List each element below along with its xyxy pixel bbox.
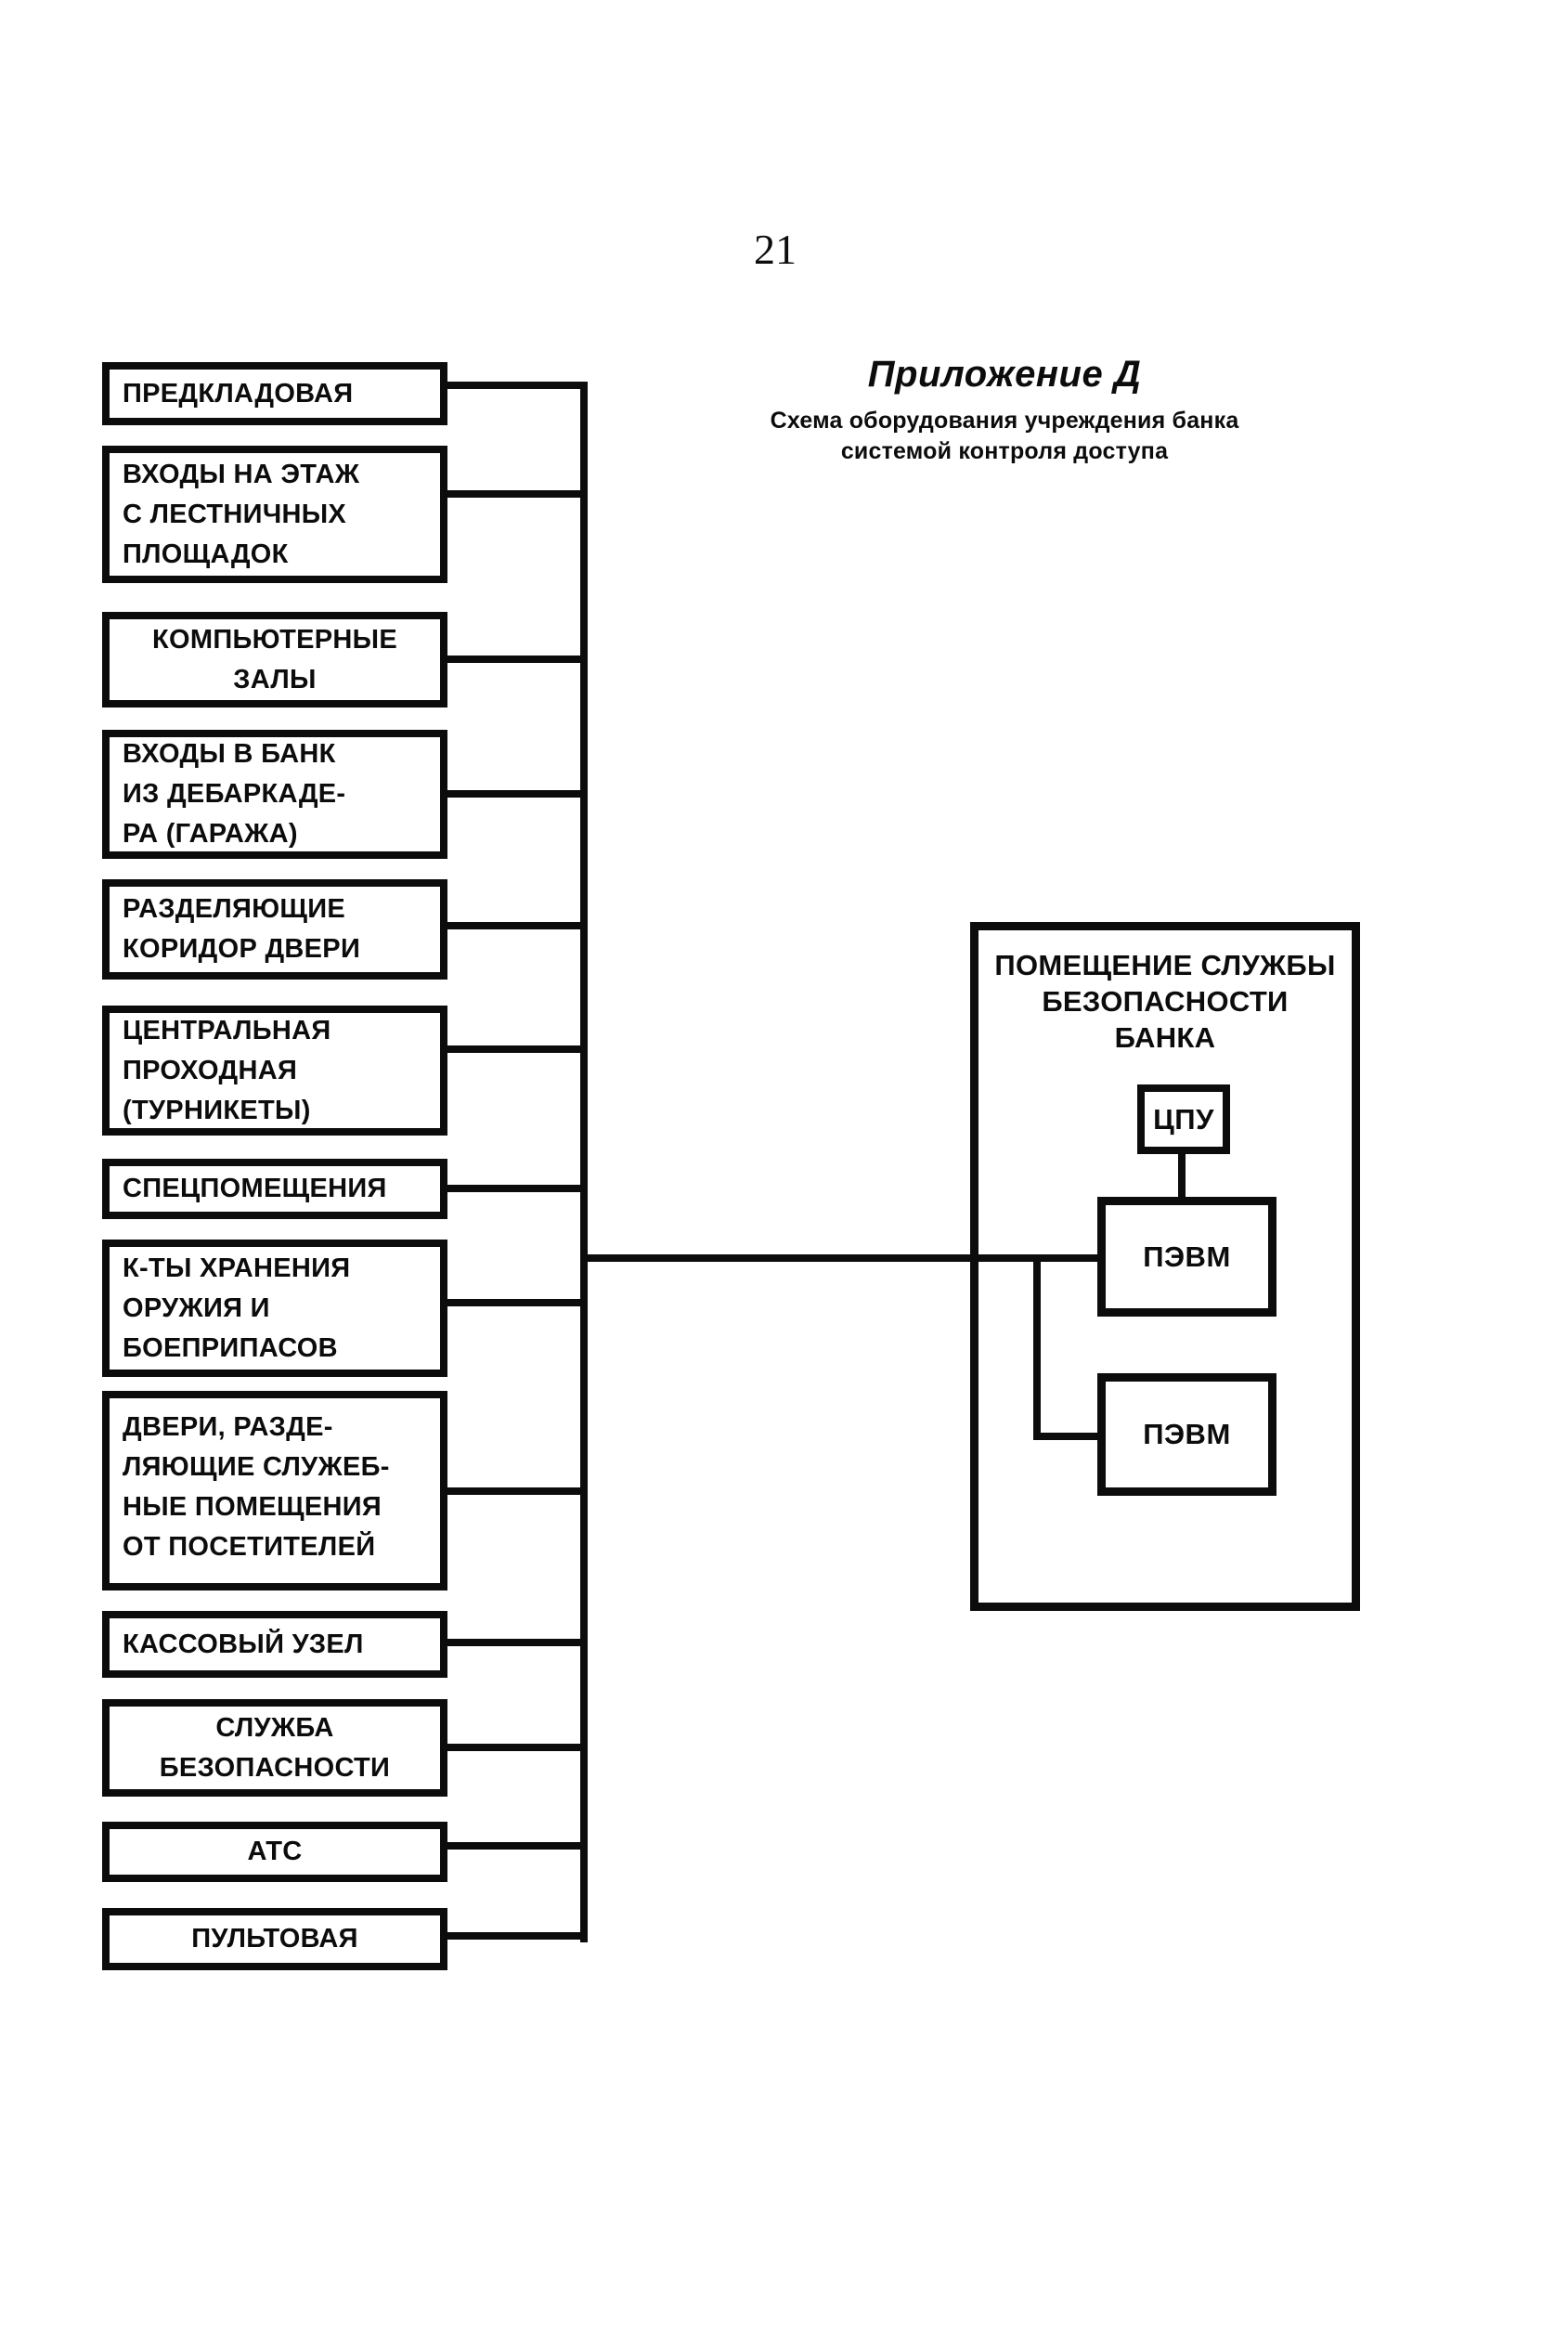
trunk-line	[580, 382, 588, 1942]
room-box: ВХОДЫ В БАНК ИЗ ДЕБАРКАДЕ- РА (ГАРАЖА)	[102, 730, 447, 859]
pc1-box: ПЭВМ	[1097, 1197, 1276, 1317]
room-box: ДВЕРИ, РАЗДЕ- ЛЯЮЩИЕ СЛУЖЕБ- НЫЕ ПОМЕЩЕН…	[102, 1391, 447, 1590]
room-box-label: ВХОДЫ В БАНК ИЗ ДЕБАРКАДЕ- РА (ГАРАЖА)	[123, 739, 346, 849]
room-connector-line	[446, 1185, 588, 1192]
room-box: КОМПЬЮТЕРНЫЕ ЗАЛЫ	[102, 612, 447, 708]
cpu-pc-connector-line	[1178, 1153, 1186, 1198]
room-box: КАССОВЫЙ УЗЕЛ	[102, 1611, 447, 1678]
room-connector-line	[446, 1932, 588, 1940]
appendix-title: Приложение Д	[867, 354, 1142, 395]
room-box-label: ВХОДЫ НА ЭТАЖ С ЛЕСТНИЧНЫХ ПЛОЩАДОК	[123, 459, 360, 569]
room-connector-line	[446, 922, 588, 929]
room-box-label: ЦЕНТРАЛЬНАЯ ПРОХОДНАЯ (ТУРНИКЕТЫ)	[123, 1015, 331, 1125]
room-connector-line	[446, 790, 588, 798]
room-box-label: ПРЕДКЛАДОВАЯ	[123, 378, 354, 409]
room-box-label: КОМПЬЮТЕРНЫЕ ЗАЛЫ	[152, 624, 397, 695]
branch-horizontal-line	[1033, 1433, 1101, 1440]
room-connector-line	[446, 1045, 588, 1053]
room-connector-line	[446, 1744, 588, 1751]
room-box: СПЕЦПОМЕЩЕНИЯ	[102, 1159, 447, 1219]
room-connector-line	[446, 1842, 588, 1850]
appendix-subtitle-line2: системой контроля доступа	[840, 438, 1169, 464]
room-box-label: РАЗДЕЛЯЮЩИЕ КОРИДОР ДВЕРИ	[123, 894, 361, 964]
page-number: 21	[754, 226, 797, 273]
branch-vertical-line	[1033, 1254, 1041, 1440]
appendix-subtitle-line1: Схема оборудования учреждения банка	[770, 408, 1239, 434]
room-box-label: КАССОВЫЙ УЗЕЛ	[123, 1629, 364, 1659]
room-box: ВХОДЫ НА ЭТАЖ С ЛЕСТНИЧНЫХ ПЛОЩАДОК	[102, 446, 447, 583]
cpu-box: ЦПУ	[1137, 1084, 1230, 1154]
room-connector-line	[446, 1487, 588, 1495]
room-box: СЛУЖБА БЕЗОПАСНОСТИ	[102, 1699, 447, 1797]
room-box-label: К-ТЫ ХРАНЕНИЯ ОРУЖИЯ И БОЕПРИПАСОВ	[123, 1253, 351, 1363]
pc2-box: ПЭВМ	[1097, 1373, 1276, 1496]
appendix-subtitle: Схема оборудования учреждения банка сист…	[706, 406, 1303, 467]
room-box-label: СЛУЖБА БЕЗОПАСНОСТИ	[159, 1712, 391, 1783]
room-connector-line	[446, 490, 588, 498]
room-box-label: АТС	[247, 1837, 303, 1866]
room-box: К-ТЫ ХРАНЕНИЯ ОРУЖИЯ И БОЕПРИПАСОВ	[102, 1240, 447, 1377]
security-room-box	[970, 922, 1360, 1611]
room-connector-line	[446, 1299, 588, 1306]
appendix-heading: Приложение Д Схема оборудования учрежден…	[706, 354, 1303, 467]
room-box: РАЗДЕЛЯЮЩИЕ КОРИДОР ДВЕРИ	[102, 879, 447, 980]
room-connector-line	[446, 1639, 588, 1646]
room-box: ЦЕНТРАЛЬНАЯ ПРОХОДНАЯ (ТУРНИКЕТЫ)	[102, 1006, 447, 1136]
main-connector-line	[580, 1254, 1099, 1262]
room-box: ПУЛЬТОВАЯ	[102, 1908, 447, 1970]
room-box: АТС	[102, 1822, 447, 1882]
room-connector-line	[446, 656, 588, 663]
room-box-label: ПУЛЬТОВАЯ	[191, 1924, 358, 1954]
room-box: ПРЕДКЛАДОВАЯ	[102, 362, 447, 425]
room-box-label: ДВЕРИ, РАЗДЕ- ЛЯЮЩИЕ СЛУЖЕБ- НЫЕ ПОМЕЩЕН…	[123, 1412, 390, 1562]
security-room-title: ПОМЕЩЕНИЕ СЛУЖБЫ БЕЗОПАСНОСТИ БАНКА	[994, 949, 1336, 1054]
room-connector-line	[446, 382, 588, 389]
room-box-label: СПЕЦПОМЕЩЕНИЯ	[123, 1174, 387, 1203]
